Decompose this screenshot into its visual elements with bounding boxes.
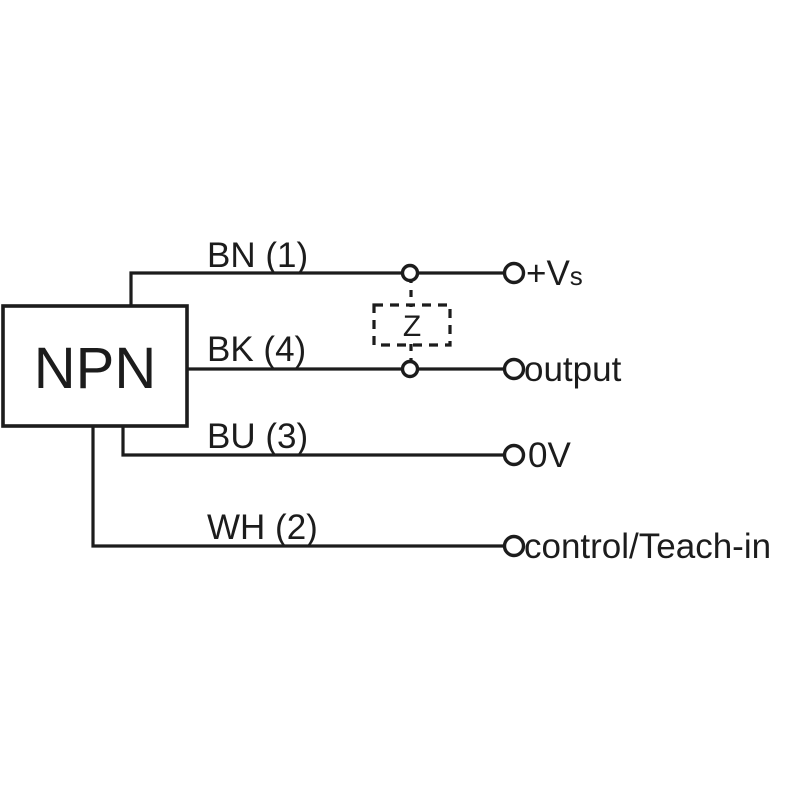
junction-node-vs — [400, 263, 420, 283]
terminal-label-output: output — [524, 350, 622, 389]
wire-label-wh: WH (2) — [207, 508, 318, 547]
terminal-label-vs-main: +V — [526, 254, 570, 293]
terminal-ring-0v[interactable] — [502, 443, 526, 467]
npn-device-label: NPN — [34, 336, 156, 401]
wire-bu-path — [121, 424, 516, 457]
terminal-label-control: control/Teach-in — [524, 527, 771, 566]
wire-label-bk: BK (4) — [207, 330, 306, 369]
wire-wh-path — [91, 424, 516, 548]
wire-bn-path — [129, 271, 516, 309]
junction-node-output — [400, 359, 420, 379]
z-load-box — [372, 303, 452, 347]
terminal-ring-vs[interactable] — [502, 261, 526, 285]
terminal-ring-output[interactable] — [502, 357, 526, 381]
terminal-label-vs: +Vs — [526, 254, 583, 293]
terminal-ring-control[interactable] — [502, 534, 526, 558]
terminal-label-vs-sub: s — [570, 261, 583, 291]
wire-label-bn: BN (1) — [207, 236, 308, 275]
wire-label-bu: BU (3) — [207, 417, 308, 456]
npn-device-box — [1, 304, 189, 428]
z-load-label: Z — [403, 310, 421, 343]
terminal-label-0v: 0V — [528, 436, 571, 475]
